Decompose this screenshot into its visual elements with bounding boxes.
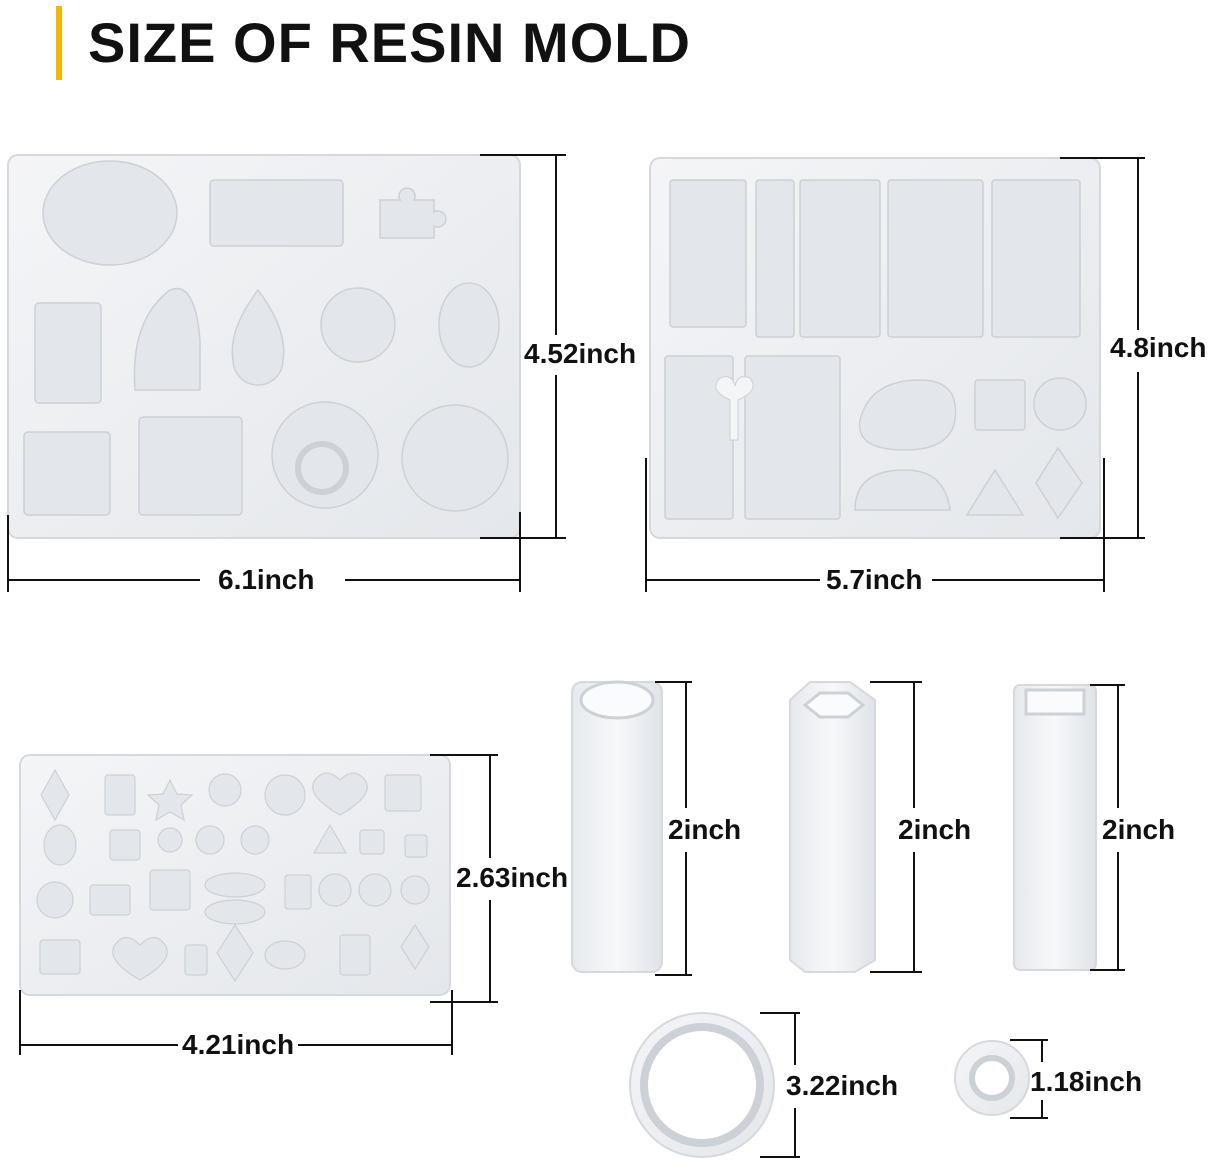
mold-2-width-label: 5.7inch [826,564,923,596]
square-column-height-label: 2inch [1102,814,1176,846]
large-ring-diameter-label: 3.22inch [786,1070,899,1102]
mold-3-width-label: 4.21inch [182,1029,295,1061]
round-column-mold [571,680,692,976]
mold-1-width-label: 6.1inch [218,564,315,596]
cabochon-mold [19,754,498,1055]
small-ring-mold [954,1039,1048,1119]
hexagon-column-mold [789,681,922,973]
large-ring-mold [629,1012,800,1158]
small-ring-diameter-label: 1.18inch [1030,1066,1143,1098]
mold-3-height-label: 2.63inch [456,862,569,894]
mold-1-height-label: 4.52inch [524,338,637,370]
hexagon-column-height-label: 2inch [898,814,972,846]
page-title: SIZE OF RESIN MOLD [88,11,691,74]
header-accent-bar [56,6,62,80]
round-column-height-label: 2inch [668,814,742,846]
mold-2-height-label: 4.8inch [1110,332,1207,364]
square-column-mold [1013,684,1125,971]
pendant-mold-1 [7,154,566,592]
pendant-mold-2 [645,157,1145,592]
